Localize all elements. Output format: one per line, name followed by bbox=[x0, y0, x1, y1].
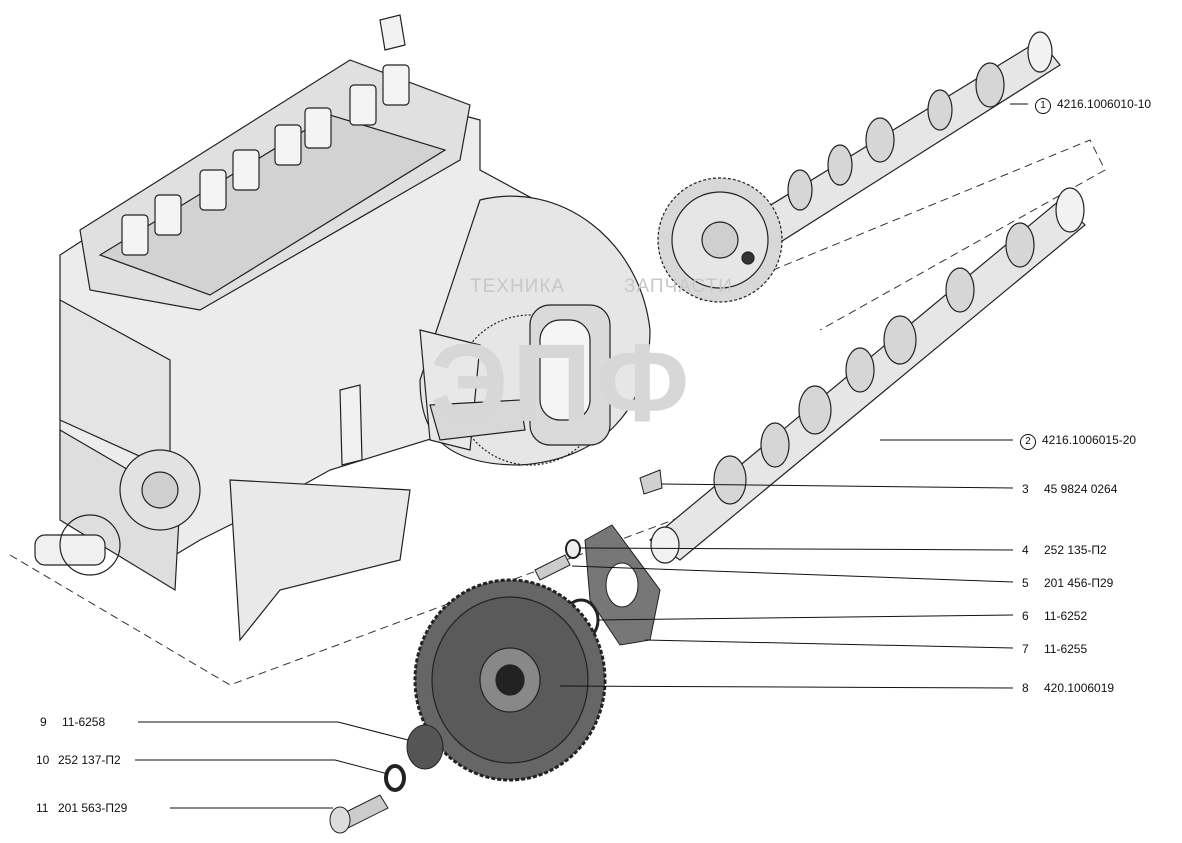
callout-5-num: 5 bbox=[1022, 576, 1029, 590]
callout-8-part: 420.1006019 bbox=[1044, 681, 1115, 695]
callout-10-num: 10 bbox=[36, 753, 50, 767]
callout-2: 2 4216.1006015-20 bbox=[1020, 433, 1136, 450]
leader-lines bbox=[135, 103, 1028, 809]
callout-9-num: 9 bbox=[40, 715, 47, 729]
watermark-logo-letters: ЭПФ bbox=[430, 322, 694, 445]
gear-8 bbox=[413, 578, 607, 782]
callout-1-part: 4216.1006010-10 bbox=[1057, 97, 1152, 111]
washer-4 bbox=[565, 539, 581, 559]
key-3 bbox=[639, 469, 663, 495]
callout-8: 8 420.1006019 bbox=[1022, 681, 1114, 695]
callout-7-part: 11-6255 bbox=[1044, 642, 1088, 656]
callout-5: 5 201 456-П29 bbox=[1022, 576, 1113, 590]
callout-11-part: 201 563-П29 bbox=[58, 801, 128, 815]
washer-9 bbox=[406, 724, 444, 770]
callout-2-part: 4216.1006015-20 bbox=[1042, 433, 1137, 447]
bolt-5 bbox=[534, 554, 571, 581]
callout-6-num: 6 bbox=[1022, 609, 1029, 623]
callout-4-num: 4 bbox=[1022, 543, 1029, 557]
callout-1: 1 4216.1006010-10 bbox=[1035, 97, 1151, 114]
callout-10-part: 252 137-П2 bbox=[58, 753, 121, 767]
callout-6-part: 11-6252 bbox=[1044, 609, 1088, 623]
callout-5-part: 201 456-П29 bbox=[1044, 576, 1114, 590]
callout-2-num: 2 bbox=[1020, 434, 1036, 450]
lock-washer-10 bbox=[384, 764, 406, 792]
watermark-left-word: ТЕХНИКА bbox=[470, 276, 566, 297]
callout-11: 11 201 563-П29 bbox=[36, 801, 127, 815]
callout-3-num: 3 bbox=[1022, 482, 1029, 496]
callout-3-part: 45 9824 0264 bbox=[1044, 482, 1118, 496]
engine-block bbox=[34, 14, 651, 642]
callout-4: 4 252 135-П2 bbox=[1022, 543, 1107, 557]
callout-7: 7 11-6255 bbox=[1022, 642, 1087, 656]
callout-6: 6 11-6252 bbox=[1022, 609, 1087, 623]
camshaft-2 bbox=[648, 187, 1086, 564]
camshaft-1 bbox=[657, 31, 1061, 303]
callout-9-part: 11-6258 bbox=[62, 715, 106, 729]
valve-springs bbox=[121, 64, 410, 256]
callout-1-num: 1 bbox=[1035, 98, 1051, 114]
bolt-11 bbox=[329, 794, 389, 834]
callout-8-num: 8 bbox=[1022, 681, 1029, 695]
callout-3: 3 45 9824 0264 bbox=[1022, 482, 1117, 496]
callout-4-part: 252 135-П2 bbox=[1044, 543, 1107, 557]
callout-7-num: 7 bbox=[1022, 642, 1029, 656]
callout-10: 10 252 137-П2 bbox=[36, 753, 121, 767]
watermark-right-word: ЗАПЧАСТИ bbox=[624, 276, 733, 297]
callout-9: 9 11-6258 bbox=[40, 715, 105, 729]
callout-11-num: 11 bbox=[36, 801, 49, 815]
